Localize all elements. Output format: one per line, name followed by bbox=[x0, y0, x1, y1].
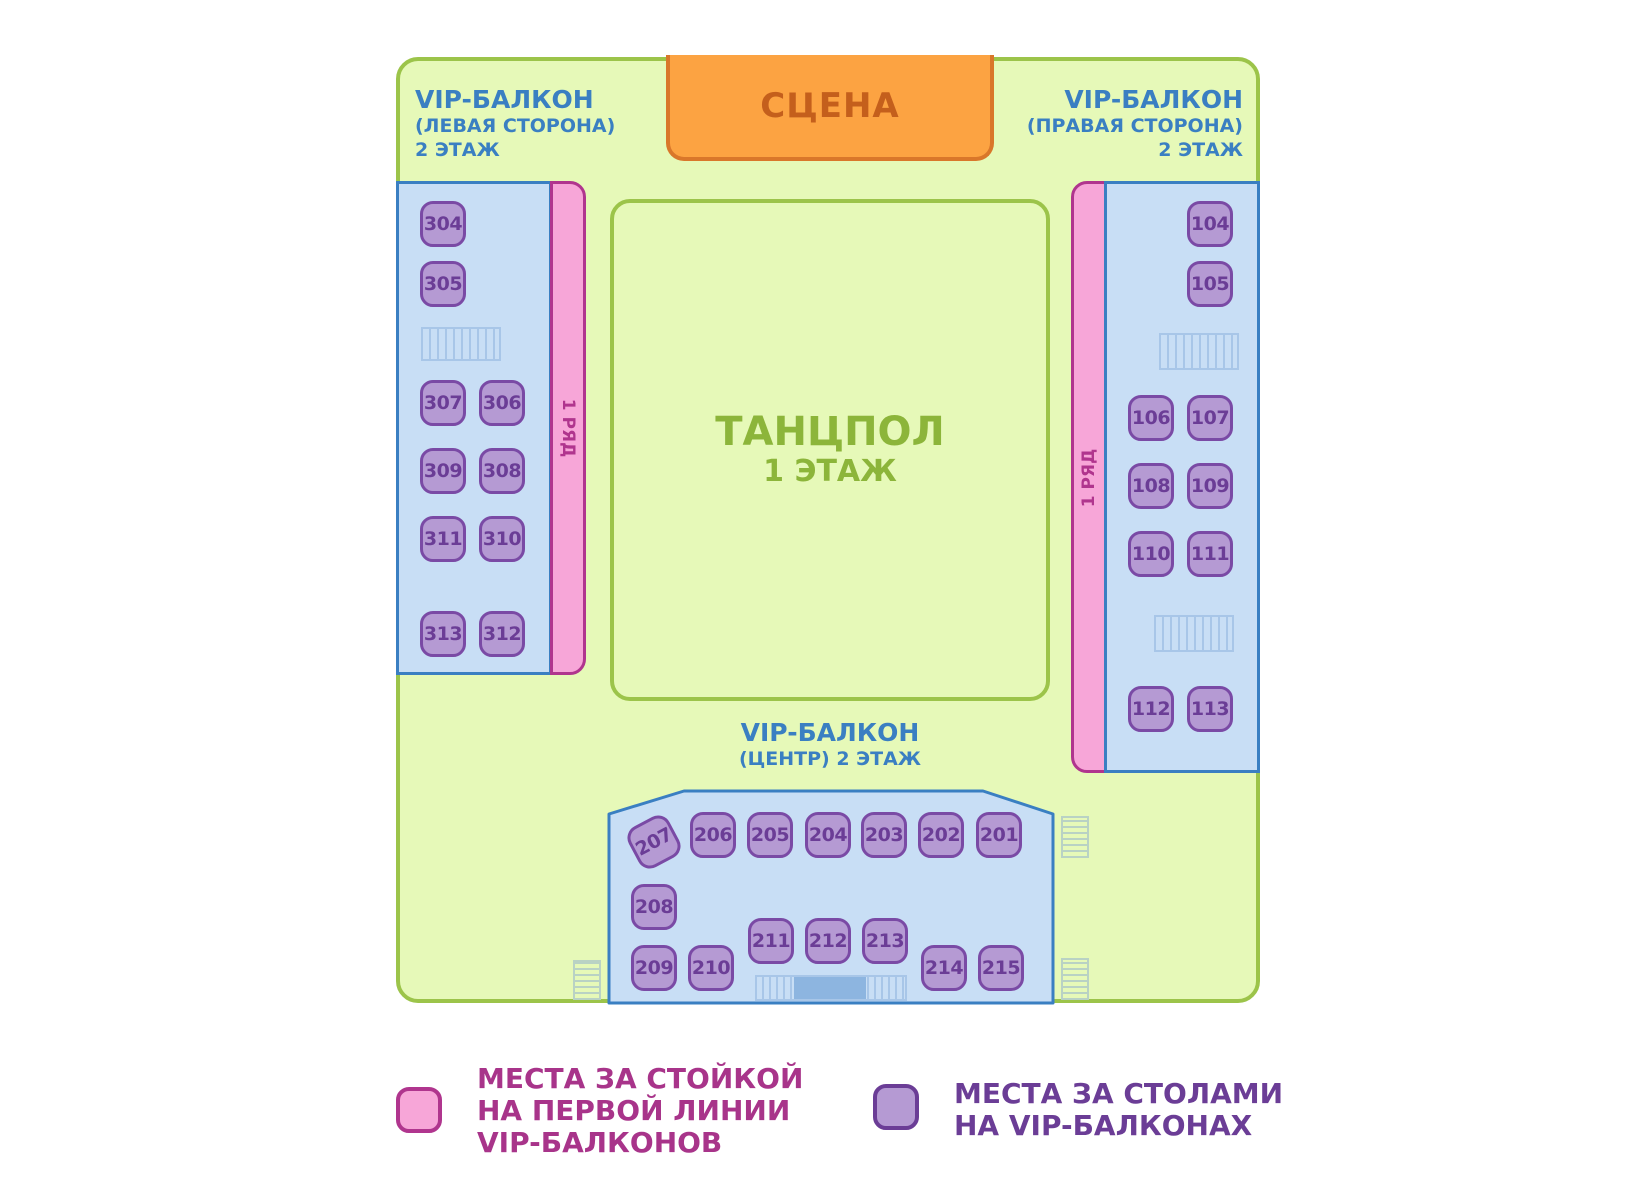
stairs-bottom-left bbox=[573, 960, 601, 1000]
center-passage bbox=[794, 977, 866, 999]
vip-center-sub: (ЦЕНТР) 2 ЭТАЖ bbox=[738, 748, 922, 770]
legend-table-text: МЕСТА ЗА СТОЛАМИ НА VIP-БАЛКОНАХ bbox=[954, 1078, 1283, 1142]
stairs-center-right-lower bbox=[1061, 958, 1089, 1000]
seat-202[interactable]: 202 bbox=[918, 812, 964, 858]
stairs-left bbox=[421, 327, 501, 361]
stage-label: СЦЕНА bbox=[760, 86, 900, 126]
vip-left-title-block: VIP-БАЛКОН (ЛЕВАЯ СТОРОНА) 2 ЭТАЖ bbox=[415, 86, 615, 162]
seat-313[interactable]: 313 bbox=[420, 611, 466, 657]
vip-left-title: VIP-БАЛКОН bbox=[415, 85, 594, 114]
seat-211[interactable]: 211 bbox=[748, 918, 794, 964]
vip-right-title: VIP-БАЛКОН bbox=[1064, 85, 1243, 114]
seat-305[interactable]: 305 bbox=[420, 261, 466, 307]
vip-center-title-block: VIP-БАЛКОН (ЦЕНТР) 2 ЭТАЖ bbox=[700, 719, 960, 771]
seat-112[interactable]: 112 bbox=[1128, 686, 1174, 732]
seat-205[interactable]: 205 bbox=[747, 812, 793, 858]
seat-214[interactable]: 214 bbox=[921, 945, 967, 991]
stairs-right-lower bbox=[1154, 615, 1234, 652]
seat-108[interactable]: 108 bbox=[1128, 463, 1174, 509]
seat-215[interactable]: 215 bbox=[978, 945, 1024, 991]
dance-floor[interactable]: ТАНЦПОЛ 1 ЭТАЖ bbox=[610, 199, 1050, 701]
seat-208[interactable]: 208 bbox=[631, 884, 677, 930]
seat-111[interactable]: 111 bbox=[1187, 531, 1233, 577]
vip-left-floor: 2 ЭТАЖ bbox=[415, 139, 500, 161]
vip-right-side: (ПРАВАЯ СТОРОНА) bbox=[1026, 115, 1243, 137]
vip-center-title: VIP-БАЛКОН bbox=[740, 718, 920, 747]
seat-212[interactable]: 212 bbox=[805, 918, 851, 964]
legend-bar-swatch bbox=[396, 1087, 442, 1133]
dance-floor-level: 1 ЭТАЖ bbox=[763, 454, 897, 489]
seat-309[interactable]: 309 bbox=[420, 448, 466, 494]
seat-312[interactable]: 312 bbox=[479, 611, 525, 657]
legend-table-line1: МЕСТА ЗА СТОЛАМИ bbox=[954, 1077, 1284, 1110]
seat-201[interactable]: 201 bbox=[976, 812, 1022, 858]
seat-107[interactable]: 107 bbox=[1187, 395, 1233, 441]
seat-209[interactable]: 209 bbox=[631, 945, 677, 991]
seat-308[interactable]: 308 bbox=[479, 448, 525, 494]
seat-110[interactable]: 110 bbox=[1128, 531, 1174, 577]
stairs-center-right-upper bbox=[1061, 816, 1089, 858]
seat-311[interactable]: 311 bbox=[420, 516, 466, 562]
legend-bar-text: МЕСТА ЗА СТОЙКОЙ НА ПЕРВОЙ ЛИНИИ VIP-БАЛ… bbox=[477, 1063, 803, 1159]
legend-table-swatch bbox=[873, 1084, 919, 1130]
bar-counter-left[interactable] bbox=[550, 181, 586, 675]
stairs-right-upper bbox=[1159, 333, 1239, 370]
seat-106[interactable]: 106 bbox=[1128, 395, 1174, 441]
seat-213[interactable]: 213 bbox=[862, 918, 908, 964]
seat-109[interactable]: 109 bbox=[1187, 463, 1233, 509]
seat-306[interactable]: 306 bbox=[479, 380, 525, 426]
seat-310[interactable]: 310 bbox=[479, 516, 525, 562]
vip-left-side: (ЛЕВАЯ СТОРОНА) bbox=[415, 115, 616, 137]
seat-206[interactable]: 206 bbox=[690, 812, 736, 858]
vip-right-title-block: VIP-БАЛКОН (ПРАВАЯ СТОРОНА) 2 ЭТАЖ bbox=[1027, 86, 1243, 162]
vip-right-floor: 2 ЭТАЖ bbox=[1158, 139, 1243, 161]
stage: СЦЕНА bbox=[666, 55, 994, 161]
seat-204[interactable]: 204 bbox=[805, 812, 851, 858]
seat-304[interactable]: 304 bbox=[420, 201, 466, 247]
dance-floor-title: ТАНЦПОЛ bbox=[715, 409, 945, 455]
legend-bar-line2: НА ПЕРВОЙ ЛИНИИ bbox=[477, 1094, 791, 1127]
legend-table-line2: НА VIP-БАЛКОНАХ bbox=[954, 1109, 1253, 1142]
legend-bar-line3: VIP-БАЛКОНОВ bbox=[477, 1126, 723, 1159]
seat-113[interactable]: 113 bbox=[1187, 686, 1233, 732]
seat-203[interactable]: 203 bbox=[861, 812, 907, 858]
seat-105[interactable]: 105 bbox=[1187, 261, 1233, 307]
seat-210[interactable]: 210 bbox=[688, 945, 734, 991]
seat-307[interactable]: 307 bbox=[420, 380, 466, 426]
legend-bar-line1: МЕСТА ЗА СТОЙКОЙ bbox=[477, 1062, 804, 1095]
seat-104[interactable]: 104 bbox=[1187, 201, 1233, 247]
